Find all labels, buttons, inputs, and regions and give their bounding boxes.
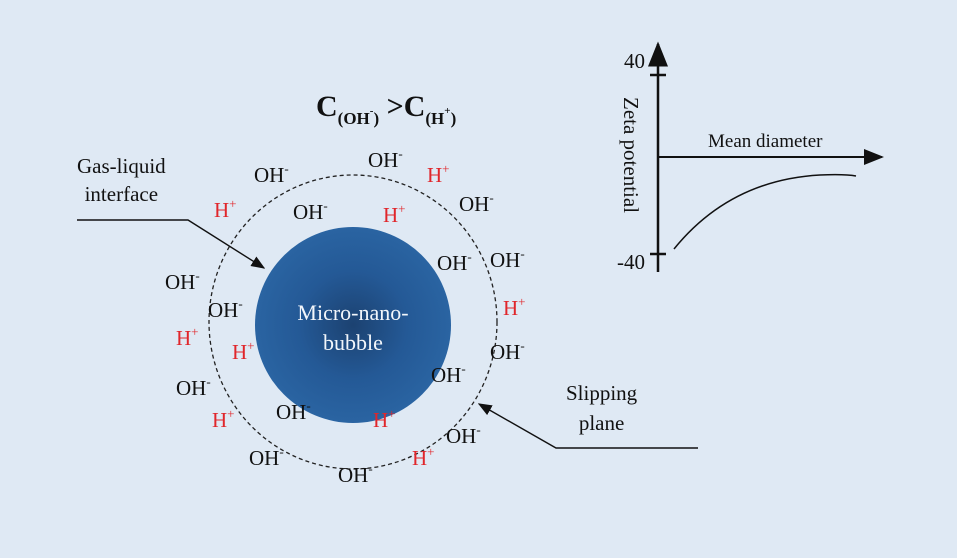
ion-charge: + (442, 161, 450, 176)
ion-charge: - (461, 361, 466, 376)
hydroxide-ion: OH- (165, 269, 200, 294)
hydroxide-ion: OH- (459, 191, 494, 216)
ion-symbol: OH (176, 376, 207, 400)
proton-ion: H+ (383, 202, 406, 227)
ion-symbol: OH (254, 163, 285, 187)
ion-charge: - (520, 338, 525, 353)
proton-ion: H+ (176, 325, 199, 350)
zeta-chart (648, 41, 884, 272)
ion-charge: - (467, 249, 472, 264)
proton-ion: H+ (214, 197, 237, 222)
ion-charge: - (489, 190, 494, 205)
ion-charge: + (398, 201, 406, 216)
ion-symbol: OH (490, 248, 521, 272)
ion-symbol: H (503, 296, 519, 320)
ion-symbol: H (232, 340, 248, 364)
ion-charge: - (238, 296, 243, 311)
zeta-curve (673, 173, 857, 250)
ion-symbol: OH (249, 446, 280, 470)
ion-symbol: H (427, 163, 443, 187)
ion-symbol: H (214, 198, 230, 222)
ion-charge: + (427, 444, 435, 459)
hydroxide-ion: OH- (208, 297, 243, 322)
hydroxide-ion: OH- (254, 162, 289, 187)
ion-charge: + (229, 196, 237, 211)
ion-charge: - (206, 374, 211, 389)
ion-symbol: H (212, 408, 228, 432)
hydroxide-ion: OH- (293, 199, 328, 224)
ion-symbol: OH (437, 251, 468, 275)
y-tick-label-neg40: -40 (617, 250, 645, 274)
proton-ion: H+ (427, 162, 450, 187)
ion-charge: - (323, 198, 328, 213)
ion-symbol: OH (165, 270, 196, 294)
y-axis-label: Zeta potential (619, 97, 643, 214)
proton-ion: H+ (232, 339, 255, 364)
ion-symbol: OH (368, 148, 399, 172)
ion-charge: - (284, 161, 289, 176)
hydroxide-ion: OH- (368, 147, 403, 172)
ion-charge: + (388, 406, 396, 421)
ion-symbol: OH (338, 463, 369, 487)
hydroxide-ion: OH- (276, 399, 311, 424)
slipping-plane-circle (208, 174, 498, 470)
hydroxide-ion: OH- (437, 250, 472, 275)
hydroxide-ion: OH- (176, 375, 211, 400)
ion-charge: - (476, 422, 481, 437)
hydroxide-ion: OH- (249, 445, 284, 470)
gas-liquid-interface-arrow (77, 219, 266, 269)
ion-symbol: H (412, 446, 428, 470)
x-axis-label: Mean diameter (708, 131, 823, 152)
bubble-label: Micro-nano-bubble (297, 300, 409, 355)
ion-symbol: OH (276, 400, 307, 424)
proton-ion: H+ (503, 295, 526, 320)
ion-charge: + (227, 406, 235, 421)
hydroxide-ion: OH- (431, 362, 466, 387)
proton-ion: H+ (373, 407, 396, 432)
ion-charge: - (520, 246, 525, 261)
ion-symbol: OH (431, 363, 462, 387)
ion-charge: - (398, 146, 403, 161)
concentration-inequality: C(OH-) >C(H+) (316, 90, 457, 128)
ion-charge: + (191, 324, 199, 339)
ion-symbol: OH (490, 340, 521, 364)
proton-ion: H+ (212, 407, 235, 432)
ion-charge: - (195, 268, 200, 283)
ion-charge: - (368, 461, 373, 476)
micro-nano-bubble (255, 227, 451, 423)
hydroxide-ion: OH- (490, 339, 525, 364)
ion-symbol: H (373, 408, 389, 432)
ion-charge: + (518, 294, 526, 309)
hydroxide-ion: OH- (446, 423, 481, 448)
ion-symbol: OH (446, 424, 477, 448)
y-tick-label-40: 40 (624, 49, 645, 73)
slipping-plane-arrow (477, 403, 698, 449)
ion-symbol: H (383, 203, 399, 227)
proton-ion: H+ (412, 445, 435, 470)
hydroxide-ion: OH- (338, 462, 373, 487)
hydroxide-ion: OH- (490, 247, 525, 272)
ion-symbol: H (176, 326, 192, 350)
ion-symbol: OH (293, 200, 324, 224)
ion-symbol: OH (459, 192, 490, 216)
ion-symbol: OH (208, 298, 239, 322)
ion-charge: - (279, 444, 284, 459)
ion-charge: - (306, 398, 311, 413)
ion-charge: + (247, 338, 255, 353)
